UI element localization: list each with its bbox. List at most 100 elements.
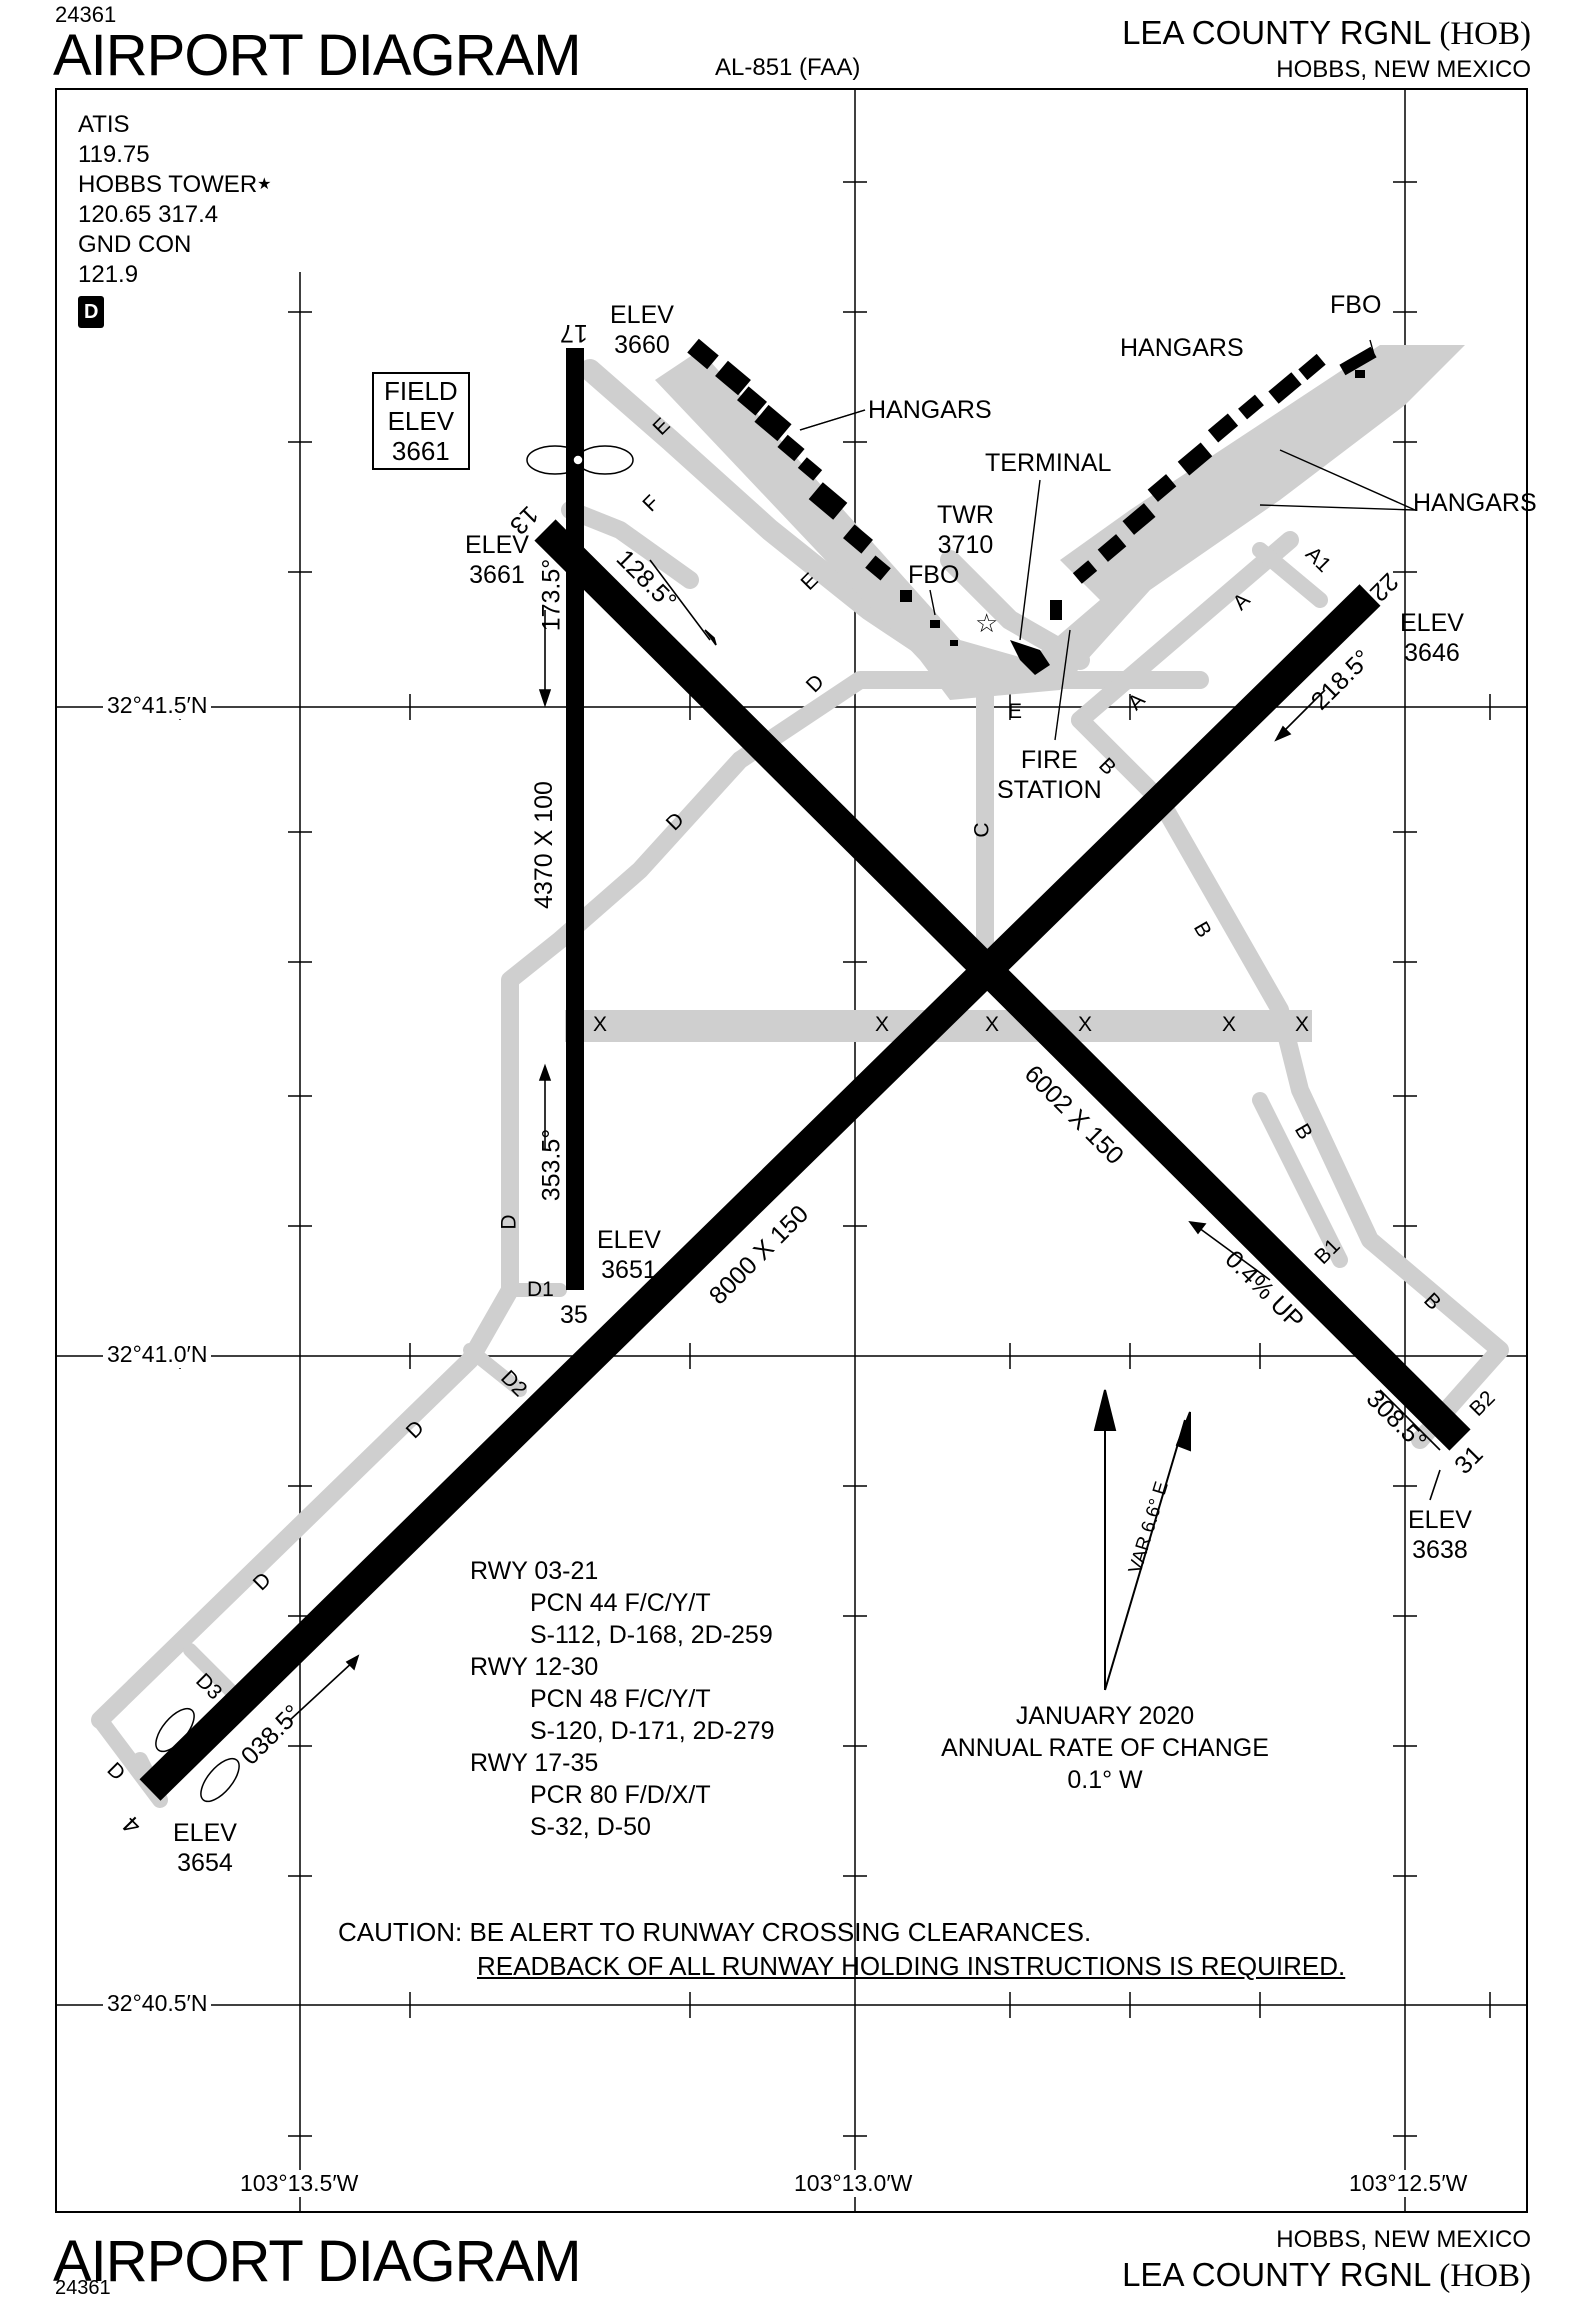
- taxiway-f: [561, 501, 699, 589]
- taxiway-label-e-3: E: [1008, 700, 1023, 723]
- taxiway-d2: [463, 1343, 527, 1397]
- footer-title: AIRPORT DIAGRAM: [53, 2229, 582, 2294]
- taxiway-label-c: C: [970, 822, 994, 838]
- elev-label: ELEV: [465, 531, 529, 559]
- taxiway-label-x-4: X: [1078, 1013, 1093, 1036]
- magnetic-north-arrowhead: [1175, 1411, 1191, 1452]
- field-elevation-box: FIELD ELEV 3661: [372, 372, 470, 470]
- runway-35-label: 35: [560, 1301, 588, 1329]
- chart-frame: [55, 88, 1528, 2213]
- elevation-17: ELEV 3660: [610, 300, 674, 360]
- latitude-label-2: 32°41.0′N: [103, 1341, 212, 1368]
- tower-label: HOBBS TOWER: [78, 171, 258, 198]
- taxiway-b1: [1252, 1092, 1348, 1268]
- heading-353: 353.5°: [537, 1128, 566, 1202]
- longitude-label-1: 103°13.5′W: [236, 2170, 363, 2197]
- fbo-label-west: FBO: [908, 561, 960, 589]
- rwy-17-35-weight: S-32, D-50: [530, 1813, 651, 1841]
- elev-label: ELEV: [1400, 609, 1464, 637]
- procedure-number: 24361: [55, 2, 117, 27]
- rwy-03-21-pcn: PCN 44 F/C/Y/T: [530, 1589, 711, 1617]
- latitude-label-1: 32°41.5′N: [103, 692, 212, 719]
- field-elev-line1: FIELD: [384, 376, 458, 406]
- rwy-12-30-title: RWY 12-30: [470, 1653, 599, 1681]
- tower-star-icon: ☆: [975, 608, 999, 638]
- field-elev-line2: ELEV: [387, 406, 455, 436]
- rwy-12-30-weight: S-120, D-171, 2D-279: [530, 1717, 775, 1745]
- wind-indicators: [155, 445, 634, 1803]
- longitude-label-2: 103°13.0′W: [790, 2170, 917, 2197]
- tower-text: TWR: [937, 501, 994, 529]
- magnetic-date: JANUARY 2020: [1015, 1702, 1195, 1730]
- terminal-label: TERMINAL: [985, 449, 1112, 477]
- elev-label: ELEV: [173, 1819, 237, 1847]
- atis-frequency: 119.75: [78, 141, 150, 168]
- hangars-label-east: HANGARS: [1413, 489, 1537, 517]
- taxiway-d: [91, 671, 989, 1729]
- rwy-17-35-title: RWY 17-35: [470, 1749, 599, 1777]
- label-leaders: [799, 339, 1416, 741]
- taxiway-network: [91, 359, 1509, 1808]
- taxiway-label-x-5: X: [1222, 1013, 1237, 1036]
- elev-value: 3661: [469, 561, 525, 589]
- runways: [139, 348, 1471, 1801]
- fbo-label-east: FBO: [1330, 291, 1382, 319]
- atis-label: ATIS: [78, 111, 130, 138]
- footer-airport: LEA COUNTY RGNL: [1122, 2256, 1431, 2293]
- elev-label: ELEV: [597, 1226, 661, 1254]
- latitude-label-3: 32°40.5′N: [103, 1990, 212, 2017]
- magnetic-change-block: JANUARY 2020 ANNUAL RATE OF CHANGE 0.1° …: [930, 1700, 1280, 1796]
- elev-value: 3646: [1404, 639, 1460, 667]
- north-arrows: [1093, 1389, 1191, 1691]
- airport-id: (HOB): [1439, 16, 1531, 52]
- runway-17-label: 17: [560, 319, 588, 347]
- d-atis-icon: D: [78, 296, 105, 328]
- footer-airport-id: (HOB): [1439, 2258, 1531, 2294]
- longitude-label-3: 103°12.5′W: [1345, 2170, 1472, 2197]
- hangars-label-west: HANGARS: [868, 396, 992, 424]
- true-north-arrowhead: [1093, 1389, 1117, 1431]
- frequency-box: ATIS 119.75 HOBBS TOWER★ 120.65 317.4 GN…: [78, 110, 272, 328]
- airport-name-header: LEA COUNTY RGNL (HOB): [1122, 14, 1531, 53]
- elevation-31: ELEV 3638: [1408, 1505, 1472, 1565]
- taxiway-a1: [1252, 542, 1328, 608]
- magnetic-north-line: [1104, 1419, 1186, 1691]
- elevation-35: ELEV 3651: [597, 1225, 661, 1285]
- elev-label: ELEV: [1408, 1506, 1472, 1534]
- taxiway-label-x-6: X: [1295, 1013, 1310, 1036]
- elev-value: 3660: [614, 331, 670, 359]
- field-elev-value: 3661: [391, 436, 450, 466]
- fire-line1: FIRE: [1020, 746, 1078, 774]
- city-name: HOBBS, NEW MEXICO: [1276, 56, 1531, 83]
- heading-arrows: [289, 559, 1441, 1721]
- rwy-17-35-pcr: PCR 80 F/D/X/T: [530, 1781, 711, 1809]
- star-icon: ★: [257, 176, 272, 193]
- tower-frequency: 120.65 317.4: [78, 201, 219, 228]
- taxiway-label-x-1: X: [593, 1013, 608, 1036]
- magnetic-rate: 0.1° W: [1067, 1766, 1143, 1794]
- airport-name: LEA COUNTY RGNL: [1122, 14, 1431, 51]
- elev-value: 3638: [1412, 1536, 1468, 1564]
- taxiway-label-x-3: X: [985, 1013, 1000, 1036]
- tower-elevation: 3710: [937, 531, 994, 559]
- ground-label: GND CON: [78, 231, 192, 258]
- fire-station-label: FIRE STATION: [997, 745, 1102, 805]
- elev-value: 3654: [177, 1849, 233, 1877]
- hangars-label-north: HANGARS: [1120, 334, 1244, 362]
- elevation-22: ELEV 3646: [1400, 608, 1464, 668]
- heading-173: 173.5°: [537, 558, 566, 632]
- footer-airport-name: LEA COUNTY RGNL (HOB): [1122, 2256, 1531, 2295]
- taxiway-label-d-3: D: [497, 1214, 521, 1230]
- footer-city: HOBBS, NEW MEXICO: [1276, 2226, 1531, 2253]
- magnetic-rate-label: ANNUAL RATE OF CHANGE: [941, 1734, 1269, 1762]
- rwy-03-21-title: RWY 03-21: [470, 1557, 599, 1585]
- tower-label: TWR 3710: [937, 500, 994, 560]
- rwy-12-30-pcn: PCN 48 F/C/Y/T: [530, 1685, 711, 1713]
- aprons: [655, 345, 1465, 700]
- main-apron: [655, 345, 1465, 700]
- chart-code: AL-851 (FAA): [715, 54, 861, 81]
- taxiway-label-x-2: X: [875, 1013, 890, 1036]
- elevation-4: ELEV 3654: [173, 1818, 237, 1878]
- taxiway-a: [1071, 531, 1299, 729]
